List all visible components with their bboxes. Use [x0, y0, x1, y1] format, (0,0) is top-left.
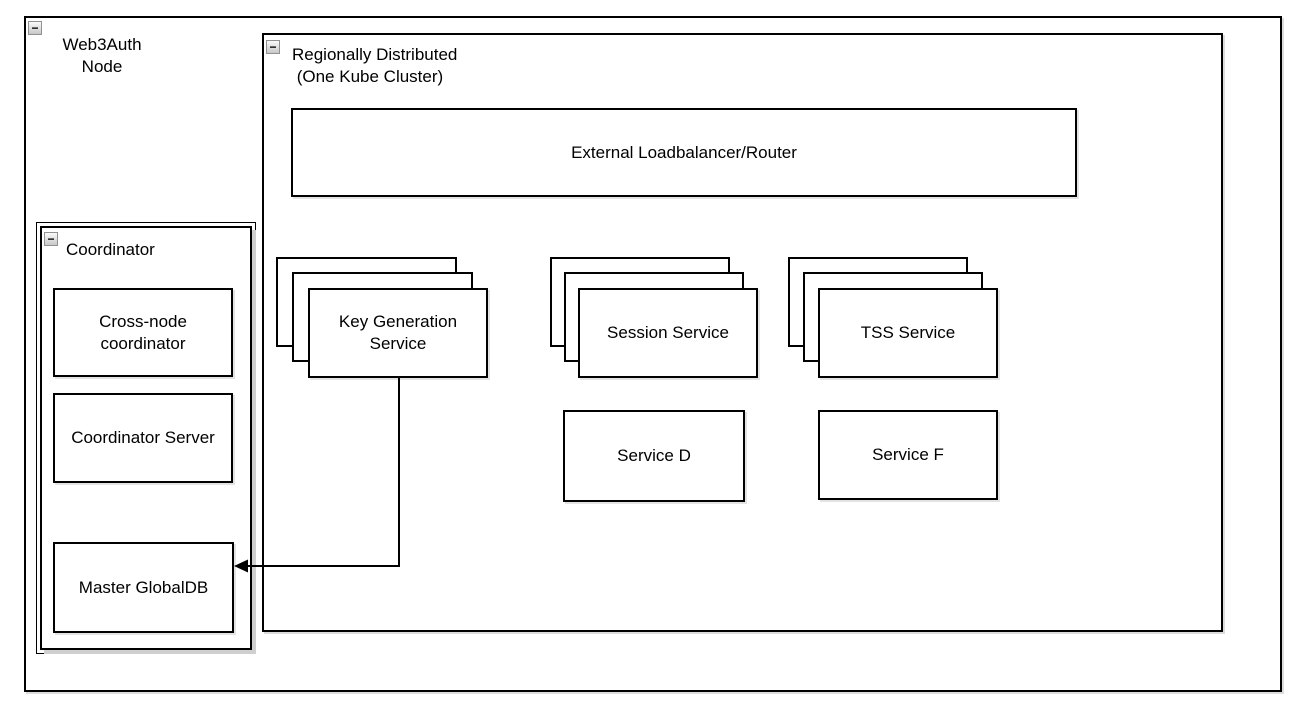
- node-key-generation-service[interactable]: Key Generation Service: [308, 288, 488, 378]
- web3auth-node-label: Web3Auth Node: [62, 35, 142, 76]
- node-label: Coordinator Server: [71, 428, 215, 447]
- collapse-icon[interactable]: −: [266, 40, 280, 54]
- collapse-icon[interactable]: −: [44, 232, 58, 246]
- regional-cluster-label: Regionally Distributed (One Kube Cluster…: [292, 45, 458, 86]
- node-label: Master GlobalDB: [78, 577, 209, 597]
- node-external-loadbalancer[interactable]: External Loadbalancer/Router: [291, 108, 1077, 197]
- node-tss-service[interactable]: TSS Service: [818, 288, 998, 378]
- node-label: Cross-node coordinator: [99, 311, 187, 353]
- node-service-d[interactable]: Service D: [563, 410, 745, 502]
- coordinator-label: Coordinator: [66, 240, 155, 259]
- node-label: Key Generation Service: [338, 312, 458, 353]
- minus-glyph: −: [47, 232, 55, 246]
- node-label: Service F: [872, 445, 944, 464]
- node-service-f[interactable]: Service F: [818, 410, 998, 500]
- node-label: TSS Service: [860, 323, 956, 342]
- node-coordinator-server[interactable]: Coordinator Server: [53, 393, 233, 483]
- node-label: External Loadbalancer/Router: [571, 142, 797, 162]
- node-session-service[interactable]: Session Service: [578, 288, 758, 378]
- node-cross-node-coordinator[interactable]: Cross-node coordinator: [53, 288, 233, 377]
- node-master-globaldb[interactable]: Master GlobalDB: [53, 542, 234, 633]
- node-label: Service D: [617, 446, 691, 465]
- minus-glyph: −: [31, 21, 39, 35]
- node-label: Session Service: [607, 323, 729, 342]
- collapse-icon[interactable]: −: [28, 21, 42, 35]
- minus-glyph: −: [269, 40, 277, 54]
